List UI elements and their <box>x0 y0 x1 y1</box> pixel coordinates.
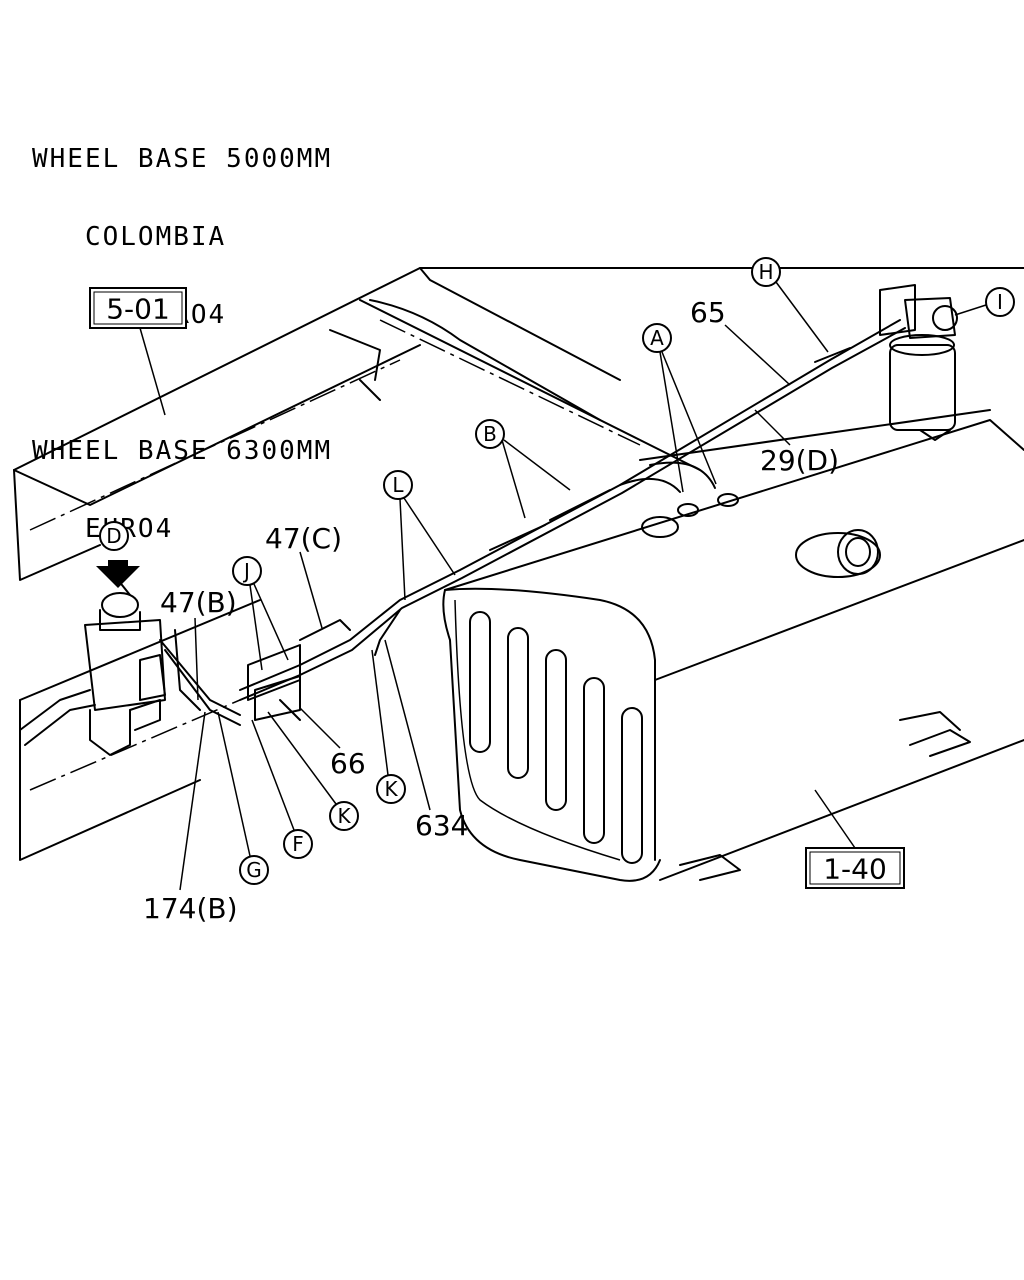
svg-text:65: 65 <box>690 296 726 329</box>
svg-text:634: 634 <box>415 809 468 842</box>
svg-text:J: J <box>242 559 250 583</box>
svg-text:47(B): 47(B) <box>160 586 237 619</box>
callout-l[interactable]: L <box>383 470 456 601</box>
callout-g[interactable]: G <box>217 711 269 885</box>
svg-text:L: L <box>392 473 404 497</box>
reference-label-frame: 5-01 <box>106 293 170 326</box>
reference-box-frame[interactable]: 5-01 <box>89 287 187 416</box>
callout-k-upper[interactable]: K <box>371 649 406 804</box>
chassis-frame <box>13 267 1024 861</box>
fuel-filter-right <box>879 284 958 441</box>
callout-a[interactable]: A <box>642 323 717 493</box>
sedimenter-left <box>19 569 241 756</box>
part-number-47c[interactable]: 47(C) <box>265 522 342 629</box>
view-arrow-icon <box>96 560 140 588</box>
part-number-66[interactable]: 66 <box>299 707 366 780</box>
svg-text:K: K <box>384 777 398 801</box>
fuel-lines <box>239 319 906 721</box>
svg-text:G: G <box>246 858 262 882</box>
svg-text:174(B): 174(B) <box>143 892 238 925</box>
part-number-65[interactable]: 65 <box>690 296 791 386</box>
callout-i[interactable]: I <box>954 287 1015 317</box>
fuel-tank <box>442 409 1024 882</box>
part-number-47b[interactable]: 47(B) <box>160 586 237 701</box>
svg-text:B: B <box>483 422 497 446</box>
svg-text:D: D <box>106 524 121 548</box>
part-number-634[interactable]: 634 <box>384 639 468 842</box>
svg-text:A: A <box>650 326 664 350</box>
part-number-29d[interactable]: 29(D) <box>754 409 839 477</box>
note-line-1: WHEEL BASE 5000MM <box>32 144 333 174</box>
reference-label-tank: 1-40 <box>823 853 887 886</box>
svg-text:H: H <box>758 260 773 284</box>
part-number-174b[interactable]: 174(B) <box>143 711 238 925</box>
callout-k-lower[interactable]: K <box>267 711 359 831</box>
callout-d[interactable]: D <box>99 521 129 551</box>
svg-text:66: 66 <box>330 747 366 780</box>
callout-j[interactable]: J <box>232 556 289 671</box>
svg-text:F: F <box>292 832 304 856</box>
note-line-4: WHEEL BASE 6300MM <box>32 436 333 466</box>
reference-box-tank[interactable]: 1-40 <box>805 789 905 889</box>
note-line-2: COLOMBIA <box>32 222 227 252</box>
svg-text:I: I <box>997 290 1003 314</box>
callout-b[interactable]: B <box>475 419 571 519</box>
callout-f[interactable]: F <box>251 719 313 859</box>
callout-h[interactable]: H <box>751 257 829 353</box>
svg-text:K: K <box>337 804 351 828</box>
svg-text:29(D): 29(D) <box>760 444 839 477</box>
svg-text:47(C): 47(C) <box>265 522 342 555</box>
